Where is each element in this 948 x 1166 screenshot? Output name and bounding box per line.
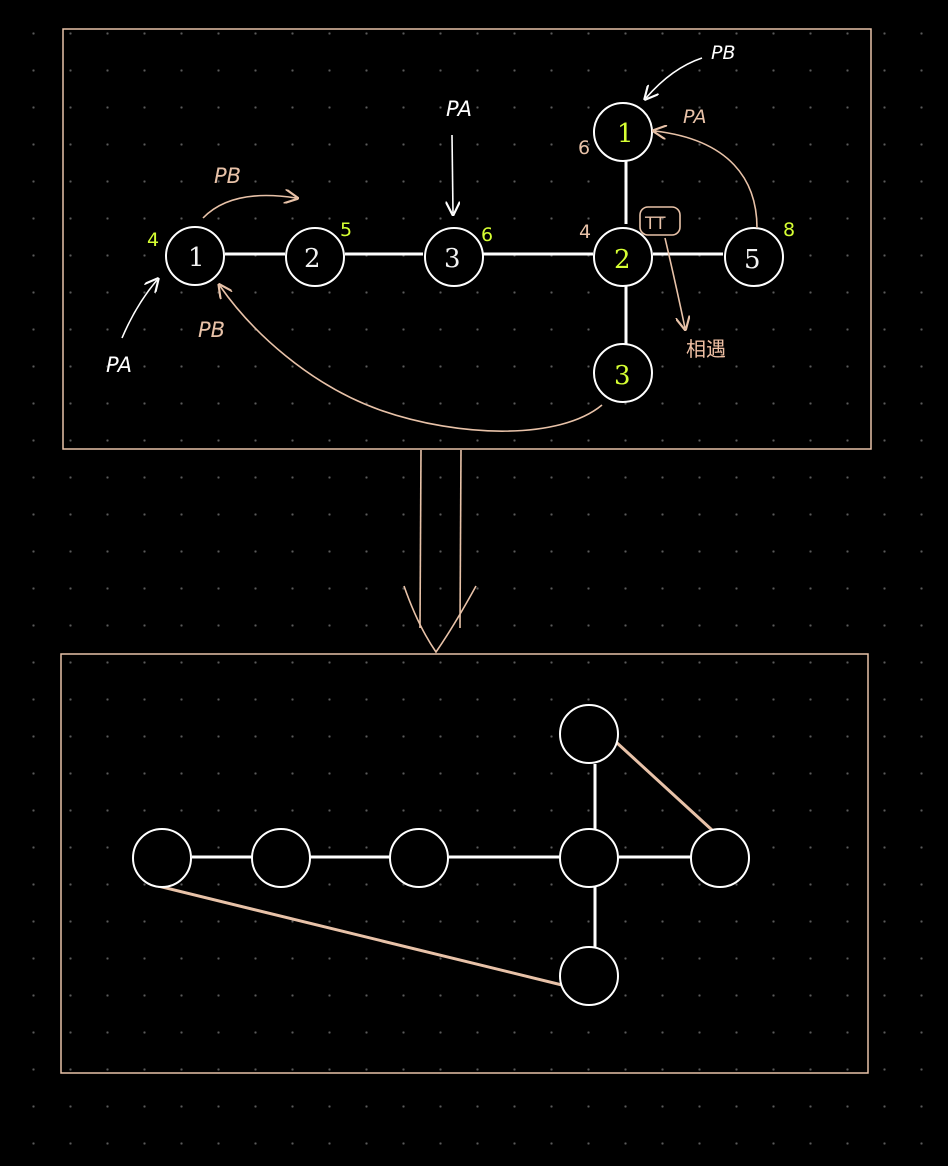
arrow-meet xyxy=(664,237,685,328)
arrow-pa-center xyxy=(452,134,453,213)
label-pb-top: PB xyxy=(711,42,736,64)
meet-mark-text: TT xyxy=(644,214,666,234)
node-2-center-label: 2 xyxy=(614,245,631,275)
side-num-n5-right: 8 xyxy=(783,219,795,241)
side-num-n2-center: 4 xyxy=(579,221,591,243)
side-num-n3-mid: 6 xyxy=(481,224,493,246)
b-node-center[interactable] xyxy=(559,828,619,888)
arrow-pb-left-top xyxy=(202,196,296,219)
b-node-bottom[interactable] xyxy=(559,946,619,1006)
arrow-pa-left xyxy=(121,280,157,339)
node-3-mid[interactable] xyxy=(424,227,484,287)
top-frame xyxy=(62,28,872,450)
node-1-top-label: 1 xyxy=(617,119,634,149)
node-3-mid-label: 3 xyxy=(444,244,461,274)
side-num-n1-top: 6 xyxy=(578,137,590,159)
node-3-bottom[interactable] xyxy=(593,343,653,403)
arrow-pa-right xyxy=(655,131,758,229)
label-pa-left: PA xyxy=(106,353,132,377)
side-num-n1-left: 4 xyxy=(147,229,159,251)
node-2-center[interactable] xyxy=(593,227,653,287)
label-pa-right: PA xyxy=(683,106,707,128)
bottom-frame xyxy=(60,653,869,1074)
bottom-extra-edges xyxy=(157,740,714,987)
top-edges xyxy=(225,160,723,344)
b-node-left[interactable] xyxy=(132,828,192,888)
b-edge-left-bottom xyxy=(157,884,563,987)
label-meet: 相遇 xyxy=(686,337,726,361)
label-pa-center: PA xyxy=(446,97,472,121)
b-node-right[interactable] xyxy=(690,828,750,888)
transition-arrow xyxy=(403,449,477,654)
node-2-mid-label: 2 xyxy=(304,244,321,274)
node-2-mid[interactable] xyxy=(285,227,345,287)
b-node-3[interactable] xyxy=(389,828,449,888)
node-5-right[interactable] xyxy=(724,227,784,287)
b-node-top[interactable] xyxy=(559,704,619,764)
label-pb-left-top: PB xyxy=(214,164,241,188)
label-pb-left-bottom: PB xyxy=(198,318,225,342)
meet-mark-box xyxy=(639,206,681,236)
node-1-left[interactable] xyxy=(165,226,225,286)
top-nodes xyxy=(165,102,784,403)
arrow-pb-long xyxy=(220,286,603,432)
arrow-pb-top xyxy=(646,57,703,98)
b-edge-top-right xyxy=(614,740,714,832)
node-3-bottom-label: 3 xyxy=(614,361,631,391)
node-1-left-label: 1 xyxy=(188,243,205,273)
bottom-nodes xyxy=(132,704,750,1006)
bottom-edges xyxy=(192,764,691,948)
b-node-2[interactable] xyxy=(251,828,311,888)
node-5-right-label: 5 xyxy=(744,245,761,275)
side-num-n2-mid: 5 xyxy=(340,219,352,241)
